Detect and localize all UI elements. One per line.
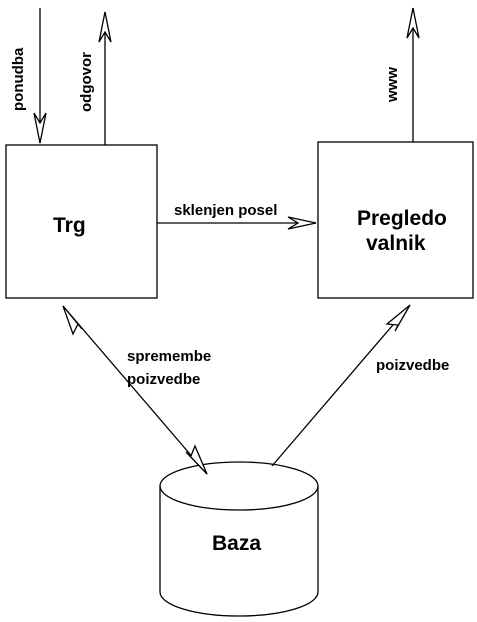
ponudba-arrow bbox=[33, 8, 47, 144]
trg-label: Trg bbox=[53, 214, 86, 237]
trg-baza-label-line2: poizvedbe bbox=[127, 371, 200, 388]
sklenjen-posel-label: sklenjen posel bbox=[174, 202, 277, 219]
www-label: www bbox=[384, 67, 401, 103]
baza-label: Baza bbox=[212, 532, 261, 555]
pregledovalnik-label-line1: Pregledo bbox=[357, 207, 447, 230]
www-arrow bbox=[406, 7, 420, 142]
pregledovalnik-label-line2: valnik bbox=[366, 232, 426, 255]
odgovor-arrow bbox=[98, 11, 112, 145]
baza-pregledovalnik-arrow bbox=[271, 304, 411, 467]
baza-pregledovalnik-label: poizvedbe bbox=[376, 357, 449, 374]
odgovor-label: odgovor bbox=[78, 52, 95, 112]
trg-baza-arrow bbox=[62, 305, 208, 475]
sklenjen-posel-arrow bbox=[157, 216, 317, 230]
trg-baza-label-line1: spremembe bbox=[127, 348, 211, 365]
baza-database bbox=[159, 461, 319, 617]
trg-box bbox=[5, 144, 158, 299]
pregledovalnik-box bbox=[317, 141, 474, 299]
ponudba-label: ponudba bbox=[10, 47, 27, 111]
